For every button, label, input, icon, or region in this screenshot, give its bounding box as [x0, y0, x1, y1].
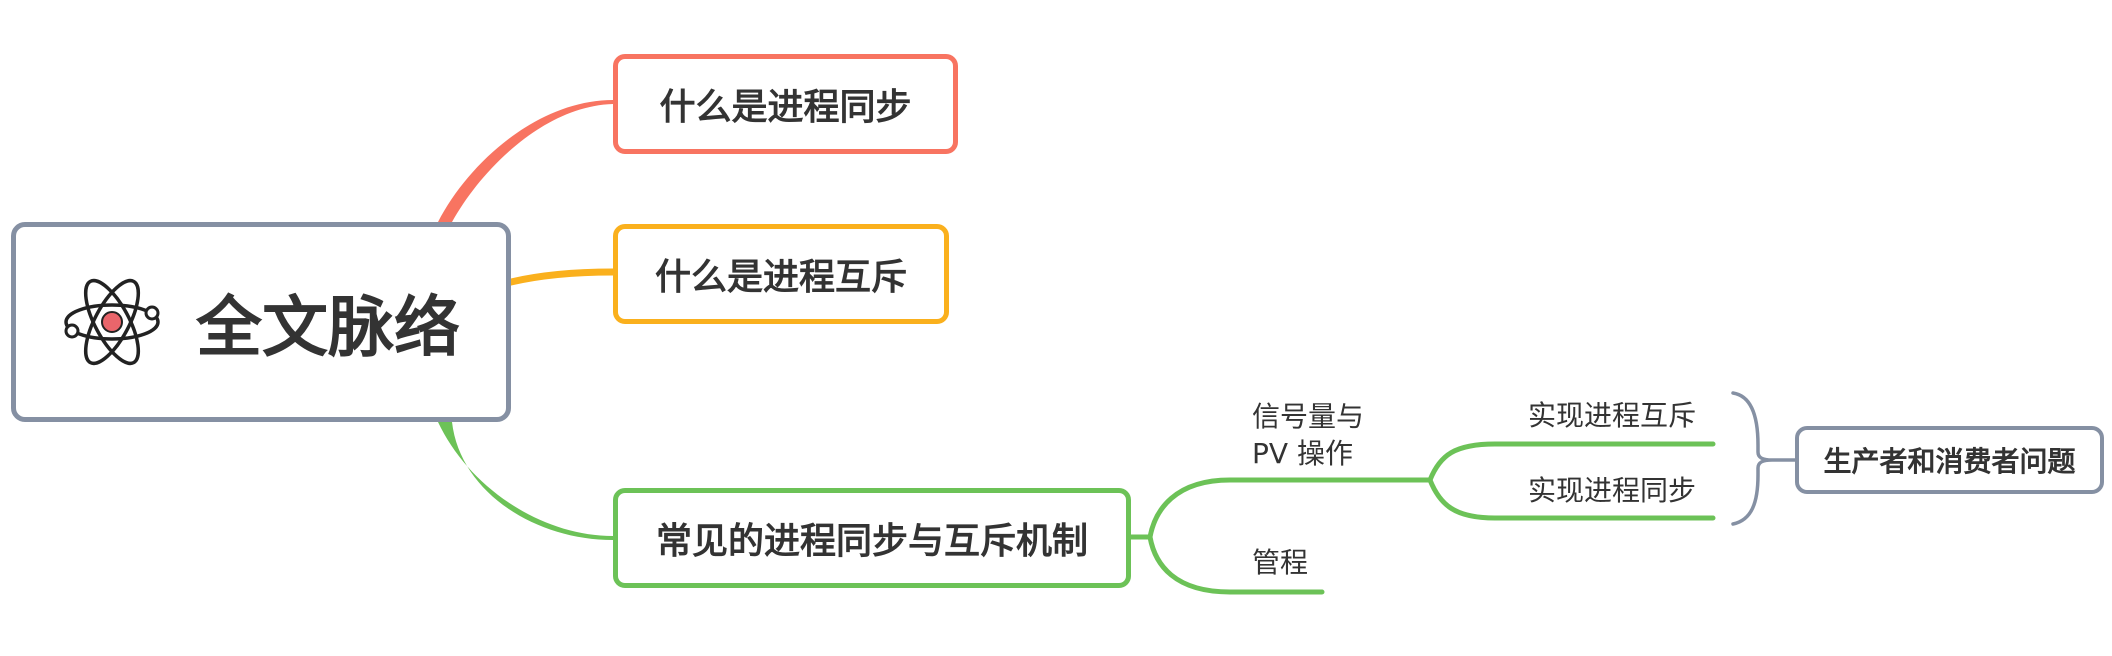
subtopic-implement-mutex[interactable]: 实现进程互斥	[1528, 399, 1697, 432]
subtopic-implement-sync[interactable]: 实现进程同步	[1528, 474, 1697, 507]
atom-icon	[64, 278, 160, 366]
root-label: 全文脉络	[196, 289, 460, 366]
connector-root-topic1	[438, 100, 613, 222]
topic-what-is-sync[interactable]: 什么是进程同步	[613, 54, 958, 154]
connector-root-topic2	[507, 268, 617, 286]
summary-producer-consumer[interactable]: 生产者和消费者问题	[1795, 426, 2104, 494]
subtopic-semaphore-line1[interactable]: 信号量与	[1252, 400, 1365, 433]
summary-label: 生产者和消费者问题	[1823, 445, 2076, 478]
connector-semaphore-mutex	[1427, 441, 1716, 483]
topic-label: 什么是进程互斥	[654, 257, 907, 298]
connector-topic3-semaphore	[1128, 477, 1433, 540]
topic-mechanisms[interactable]: 常见的进程同步与互斥机制	[613, 488, 1131, 588]
connector-root-topic3	[438, 422, 613, 540]
root-node[interactable]: 全文脉络	[11, 222, 511, 422]
topic-label: 常见的进程同步与互斥机制	[655, 521, 1088, 562]
summary-bracket	[1731, 391, 1773, 526]
topic-label: 什么是进程同步	[659, 87, 912, 128]
connector-semaphore-sync	[1427, 477, 1716, 521]
subtopic-semaphore-line2[interactable]: PV 操作	[1252, 437, 1353, 470]
subtopic-monitor[interactable]: 管程	[1252, 546, 1309, 579]
connector-topic3-monitor	[1147, 534, 1325, 595]
topic-what-is-mutex[interactable]: 什么是进程互斥	[613, 224, 949, 324]
